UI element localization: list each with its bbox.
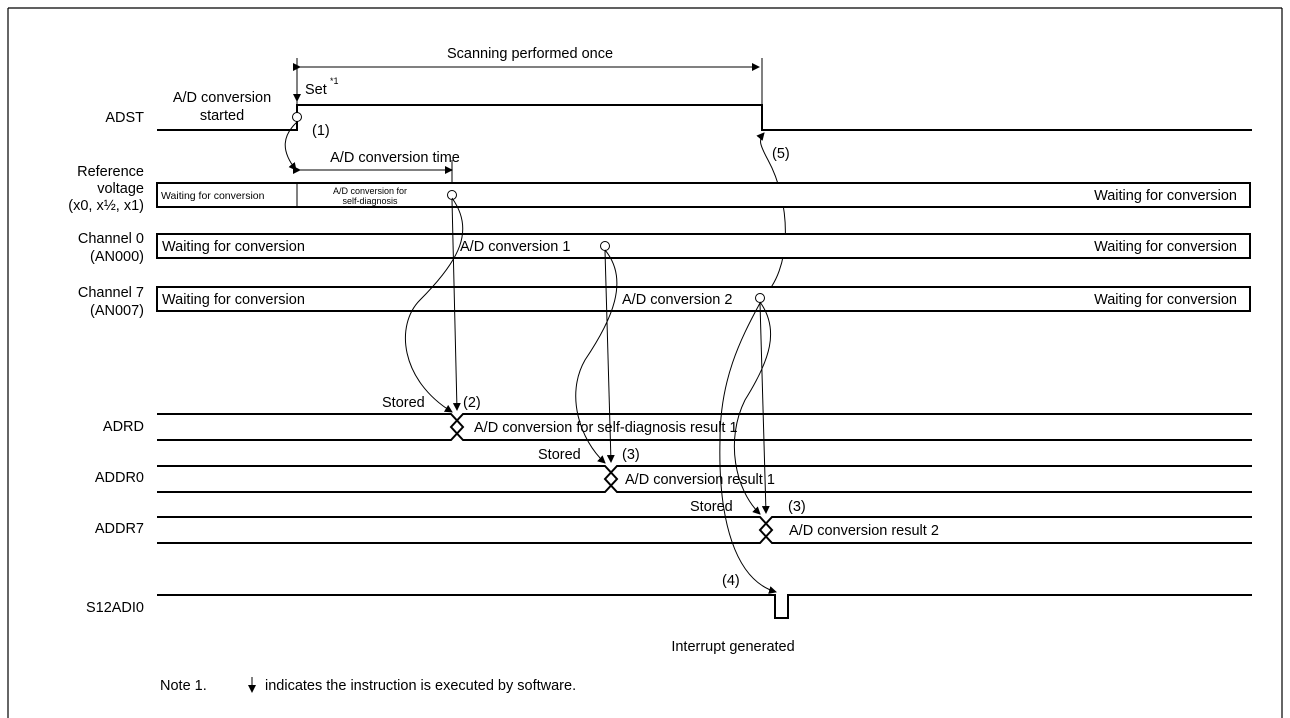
channel7-label-2: (AN007) [90, 303, 144, 319]
addr7-bus [157, 516, 1252, 544]
conversion-time-annotation: A/D conversion time [293, 150, 460, 182]
channel7-waiting-right: Waiting for conversion [1094, 292, 1237, 308]
channel0-bar [156, 233, 1251, 259]
addr0-label: ADDR0 [95, 470, 144, 486]
note-prefix: Note 1. [160, 678, 207, 694]
interrupt-generated-label: Interrupt generated [671, 639, 794, 655]
addr0-result-label: A/D conversion result 1 [625, 472, 775, 488]
step-3a-straight-arrow [604, 250, 615, 463]
channel7-label-1: Channel 7 [78, 285, 144, 301]
addr7-result-label: A/D conversion result 2 [789, 523, 939, 539]
ref-end-marker [447, 190, 457, 200]
step-3a-stored-arrow [575, 249, 618, 464]
channel7-bar [156, 286, 1251, 312]
addr0-stored-label: Stored [538, 447, 581, 463]
ref-voltage-label-3: (x0, x½, x1) [68, 198, 144, 214]
adrd-stored-label: Stored [382, 395, 425, 411]
step-2-stored-arrow [404, 197, 464, 413]
step-1-arrow [284, 121, 298, 171]
s12adi0-waveform [157, 594, 1252, 619]
addr7-stored-label: Stored [690, 499, 733, 515]
channel7-waiting-left: Waiting for conversion [162, 292, 305, 308]
step-3b-label: (3) [788, 499, 806, 515]
channel0-waiting-left: Waiting for conversion [162, 239, 305, 255]
step-3a-label: (3) [622, 447, 640, 463]
channel0-label-2: (AN000) [90, 249, 144, 265]
channel0-end-marker [600, 241, 610, 251]
set-note-ref: *1 [330, 76, 339, 86]
note-text: indicates the instruction is executed by… [265, 678, 576, 694]
channel0-conversion-label: A/D conversion 1 [460, 239, 570, 255]
step-3b-stored-arrow [733, 301, 772, 515]
addr0-bus [157, 465, 1252, 493]
s12adi0-label: S12ADI0 [86, 600, 144, 616]
adrd-bus [157, 413, 1252, 441]
channel0-label-1: Channel 0 [78, 231, 144, 247]
diagram-frame [7, 7, 1283, 718]
channel7-conversion-label: A/D conversion 2 [622, 292, 732, 308]
ref-waiting-right: Waiting for conversion [1094, 188, 1237, 204]
adst-started-label-2: started [200, 108, 244, 124]
ref-voltage-bar [156, 182, 1251, 208]
ref-voltage-label-2: voltage [97, 181, 144, 197]
step-3b-straight-arrow [759, 302, 770, 514]
addr7-label: ADDR7 [95, 521, 144, 537]
adst-signal-label: ADST [105, 110, 144, 126]
self-diag-label-1: A/D conversion for [333, 186, 407, 196]
step-2-label: (2) [463, 395, 481, 411]
adst-started-label-1: A/D conversion [173, 90, 271, 106]
set-annotation: Set *1 [293, 72, 339, 102]
ref-voltage-label-1: Reference [77, 164, 144, 180]
scan-performed-label: Scanning performed once [447, 46, 613, 62]
step-5-arrow [756, 132, 786, 301]
step-4-label: (4) [722, 573, 740, 589]
step-2-straight-arrow [451, 199, 461, 411]
adrd-result-label: A/D conversion for self-diagnosis result… [474, 420, 738, 436]
conversion-time-label: A/D conversion time [330, 150, 460, 166]
step-1-label: (1) [312, 123, 330, 139]
adrd-label: ADRD [103, 419, 144, 435]
adst-rise-marker [292, 112, 302, 122]
scan-span-annotation: Scanning performed once [293, 46, 763, 104]
channel0-waiting-right: Waiting for conversion [1094, 239, 1237, 255]
channel7-end-marker [755, 293, 765, 303]
self-diag-label-2: self-diagnosis [342, 196, 398, 206]
step-5-label: (5) [772, 146, 790, 162]
step-4-arrow [719, 302, 777, 594]
set-label: Set [305, 82, 327, 98]
adst-waveform [157, 104, 1252, 131]
ref-waiting-left: Waiting for conversion [161, 190, 265, 202]
